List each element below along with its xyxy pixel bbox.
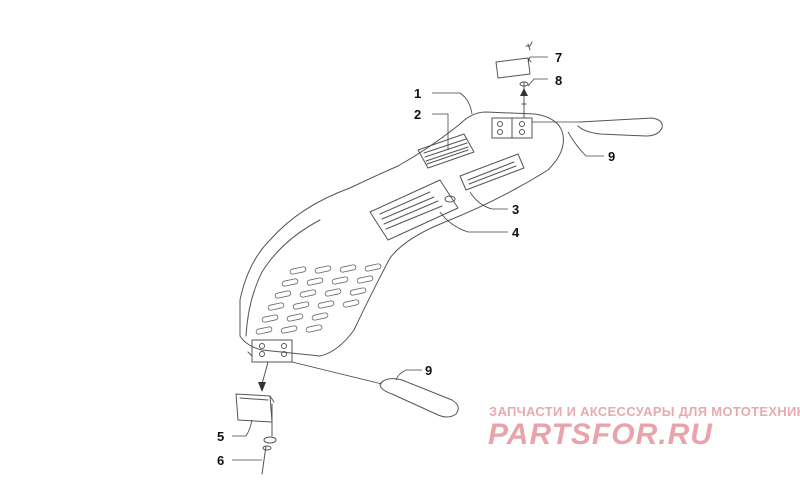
decal-2 bbox=[417, 133, 475, 169]
vent-slot bbox=[331, 276, 349, 285]
callout-4: 4 bbox=[512, 225, 520, 240]
vent-slot bbox=[292, 301, 310, 310]
vent-slots bbox=[255, 263, 382, 335]
vent-slot bbox=[339, 264, 357, 273]
lower-arrow bbox=[258, 361, 269, 392]
clip-5 bbox=[235, 393, 277, 444]
watermark-tagline: ЗАПЧАСТИ И АКСЕССУАРЫ ДЛЯ МОТОТЕХНИКИ bbox=[489, 404, 800, 419]
decal-3 bbox=[459, 153, 525, 191]
vent-slot bbox=[267, 302, 285, 311]
handle-9-upper bbox=[532, 117, 663, 137]
vent-slot bbox=[289, 266, 307, 275]
lower-mount-bracket bbox=[247, 339, 293, 363]
upper-mount-bracket bbox=[491, 117, 533, 139]
leader-lines bbox=[232, 56, 604, 461]
decal-4 bbox=[369, 179, 459, 241]
fender-panel bbox=[239, 111, 564, 357]
upper-arrow bbox=[520, 88, 528, 119]
vent-slot bbox=[305, 324, 323, 333]
callout-6: 6 bbox=[217, 453, 224, 468]
vent-slot bbox=[324, 288, 342, 297]
callout-3: 3 bbox=[512, 202, 519, 217]
vent-slot bbox=[364, 263, 382, 272]
callout-2: 2 bbox=[414, 107, 421, 122]
vent-slot bbox=[314, 265, 332, 274]
vent-slot bbox=[261, 314, 279, 323]
clip-7 bbox=[495, 41, 533, 79]
vent-slot bbox=[306, 277, 324, 286]
callout-9-upper: 9 bbox=[608, 149, 615, 164]
vent-slot bbox=[286, 313, 304, 322]
vent-slot bbox=[274, 290, 292, 299]
vent-slot bbox=[280, 325, 298, 334]
callout-1: 1 bbox=[414, 86, 421, 101]
vent-slot bbox=[317, 300, 335, 309]
callout-8: 8 bbox=[555, 73, 562, 88]
callout-7: 7 bbox=[555, 50, 562, 65]
callout-9-lower: 9 bbox=[425, 363, 432, 378]
vent-slot bbox=[299, 289, 317, 298]
vent-slot bbox=[349, 287, 367, 296]
vent-slot bbox=[281, 278, 299, 287]
callout-5: 5 bbox=[217, 429, 224, 444]
callout-labels: 1 2 3 4 5 6 7 8 9 9 bbox=[217, 50, 615, 468]
vent-slot bbox=[356, 275, 374, 284]
watermark-brand: PARTSFOR.RU bbox=[488, 418, 713, 451]
vent-slot bbox=[342, 299, 360, 308]
pin-6 bbox=[261, 445, 272, 475]
handle-9-lower bbox=[291, 361, 459, 418]
vent-slot bbox=[255, 326, 273, 335]
vent-slot bbox=[311, 312, 329, 321]
